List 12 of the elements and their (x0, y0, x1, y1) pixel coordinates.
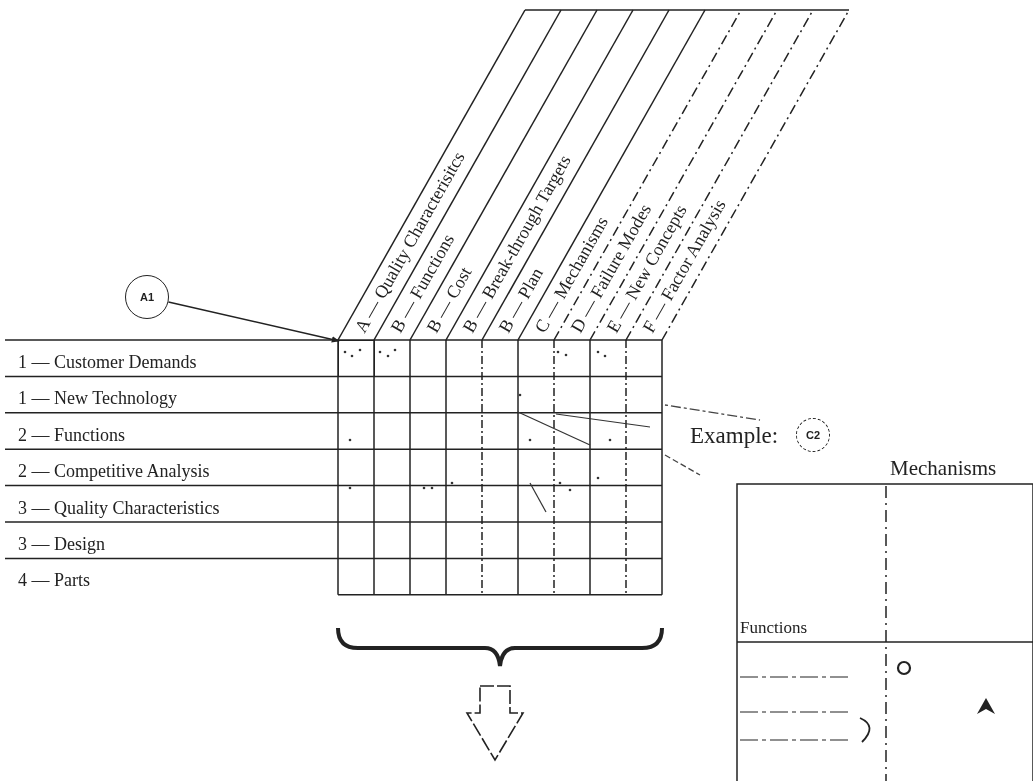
example-heading: Example: (690, 422, 779, 450)
leader-line (167, 301, 340, 343)
matrix-cell (338, 340, 375, 378)
row-label: 1 — New Technology (18, 388, 177, 409)
row-label: 3 — Quality Characteristics (18, 497, 220, 518)
row-label: 3 — Design (18, 534, 105, 554)
row-label: 1 — Customer Demands (18, 352, 197, 372)
row-label: 2 — Competitive Analysis (18, 461, 210, 482)
axis-label: Mechanisms (890, 456, 997, 480)
axis-label: Functions (740, 618, 808, 638)
row-label: 4 — Parts (18, 570, 90, 591)
row-label: 2 — Functions (18, 424, 125, 445)
